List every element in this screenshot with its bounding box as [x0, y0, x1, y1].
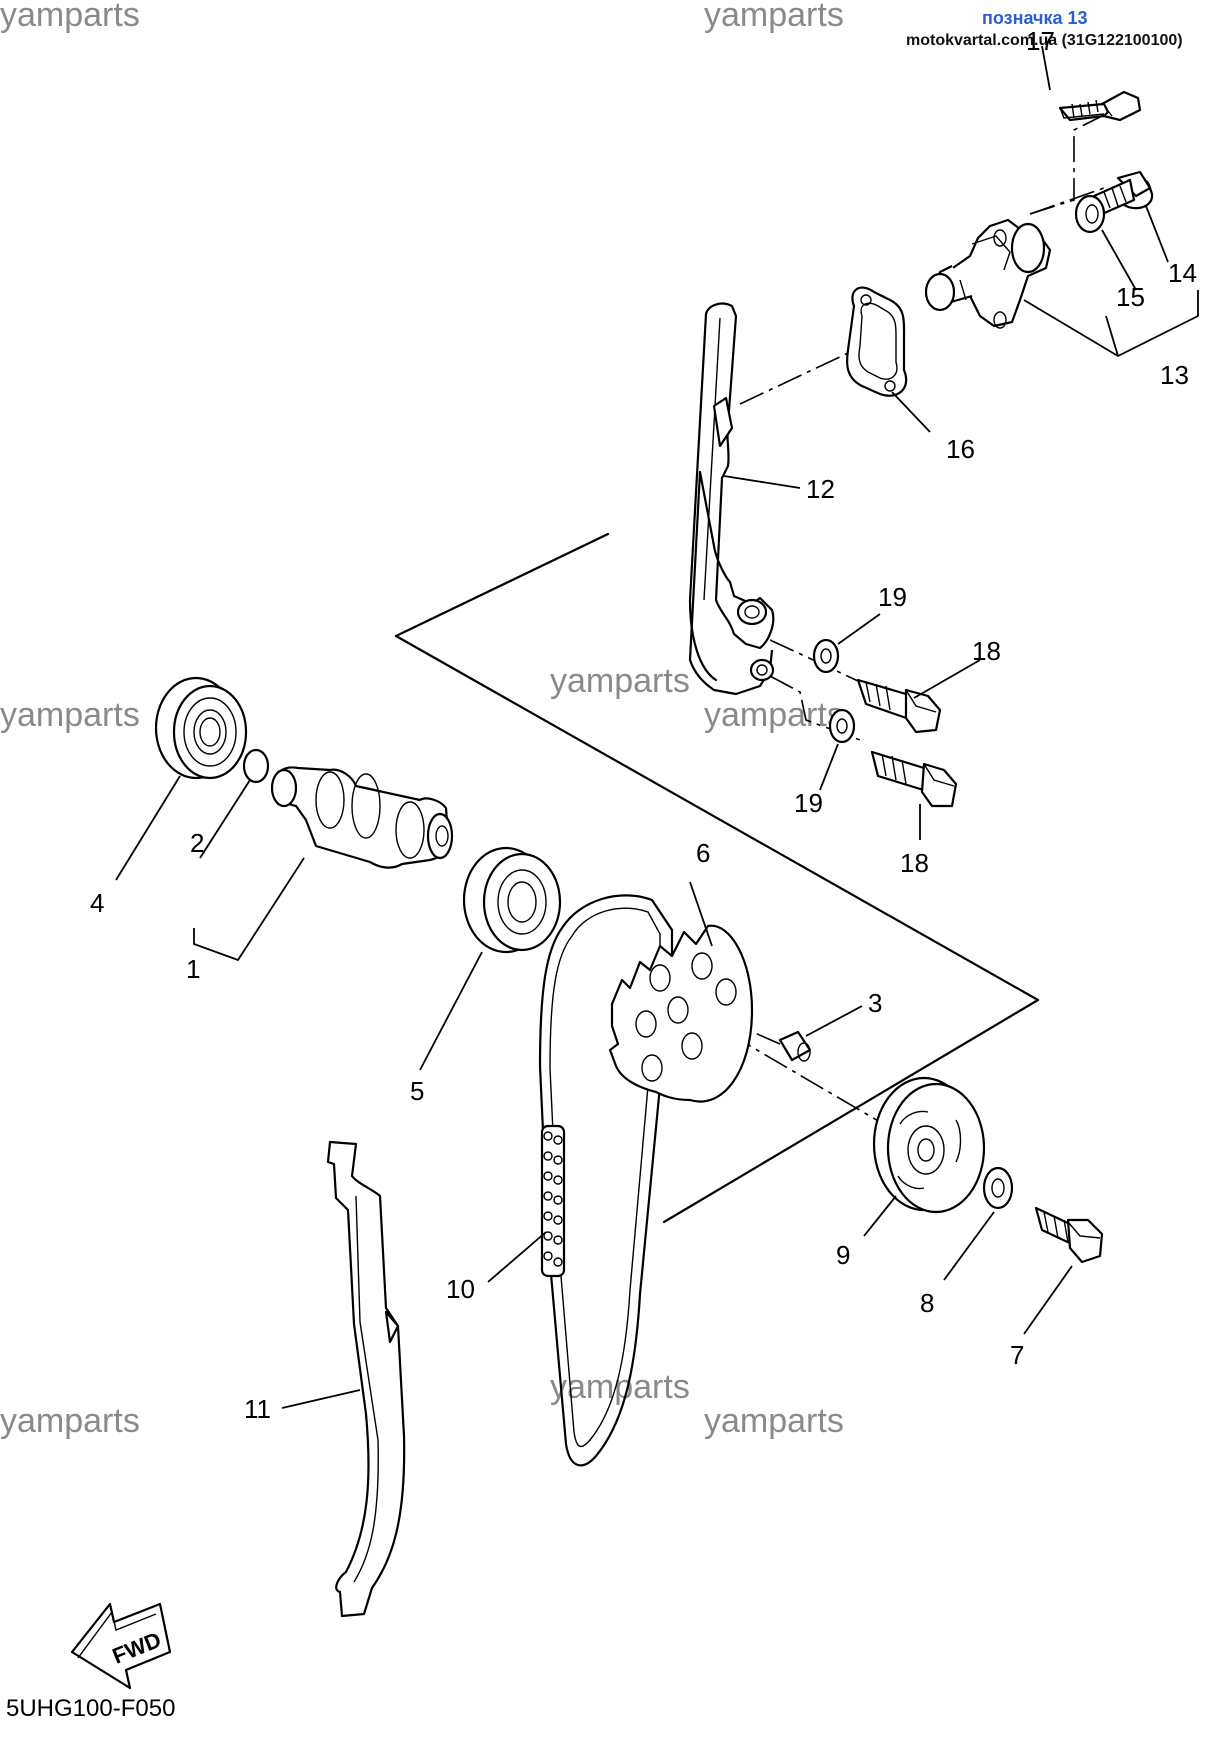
bearing-4 — [154, 676, 248, 780]
chain-guide-11 — [326, 1140, 406, 1618]
callout-19-lower: 19 — [794, 788, 823, 818]
ring-2 — [242, 748, 270, 784]
callout-3: 3 — [868, 988, 882, 1018]
watermark: yamparts — [550, 1368, 690, 1406]
washer-19-upper — [812, 638, 840, 674]
callout-17: 17 — [1026, 26, 1055, 56]
callout-5: 5 — [410, 1076, 424, 1106]
cam-chain-10 — [538, 894, 674, 1467]
callout-18-upper: 18 — [972, 636, 1001, 666]
callout-14: 14 — [1168, 258, 1197, 288]
callout-16: 16 — [946, 434, 975, 464]
site-and-code: motokvartal.com.ua (31G122100100) — [906, 32, 1183, 49]
bolt-17 — [1058, 90, 1142, 122]
washer-19-lower — [828, 708, 856, 744]
bearing-5 — [462, 846, 562, 954]
bolt-7 — [1034, 1206, 1104, 1264]
callout-19-upper: 19 — [878, 582, 907, 612]
watermark: yamparts — [704, 1402, 844, 1440]
part-link[interactable]: позначка 13 — [982, 8, 1088, 28]
diagram-code: 5UHG100-F050 — [6, 1695, 175, 1722]
leader-lines — [115, 45, 1199, 1409]
watermark: yamparts — [0, 1402, 140, 1440]
callout-8: 8 — [920, 1288, 934, 1318]
callout-10: 10 — [446, 1274, 475, 1304]
assembly-frame — [394, 532, 1040, 1224]
sprocket-6 — [608, 924, 754, 1103]
callout-13: 13 — [1160, 360, 1189, 390]
watermark: yamparts — [704, 0, 844, 34]
chain-links — [540, 1124, 566, 1278]
callout-18-lower: 18 — [900, 848, 929, 878]
callout-2: 2 — [190, 828, 204, 858]
plate-9 — [872, 1076, 986, 1214]
gasket-16 — [845, 286, 908, 397]
pin-3 — [778, 1030, 812, 1062]
watermark: yamparts — [704, 696, 844, 734]
bolt-18-lower — [870, 750, 958, 808]
callout-7: 7 — [1010, 1340, 1024, 1370]
callout-6: 6 — [696, 838, 710, 868]
washer-8 — [982, 1166, 1014, 1210]
tensioner-13 — [924, 218, 1052, 329]
bolt-18-upper — [856, 678, 942, 734]
callout-12: 12 — [806, 474, 835, 504]
callouts: 1 2 3 4 5 6 7 8 9 10 11 12 13 14 15 16 1… — [90, 26, 1197, 1424]
callout-1: 1 — [186, 954, 200, 984]
callout-15: 15 — [1116, 282, 1145, 312]
fwd-arrow-icon: FWD — [70, 1602, 172, 1690]
callout-4: 4 — [90, 888, 104, 918]
callout-9: 9 — [836, 1240, 850, 1270]
camshaft-1 — [270, 766, 454, 869]
washer-15 — [1074, 194, 1106, 234]
watermark: yamparts — [0, 0, 140, 34]
watermark: yamparts — [0, 696, 140, 734]
chain-guide-12 — [688, 302, 775, 696]
watermark: yamparts — [550, 662, 690, 700]
callout-11: 11 — [244, 1394, 271, 1424]
